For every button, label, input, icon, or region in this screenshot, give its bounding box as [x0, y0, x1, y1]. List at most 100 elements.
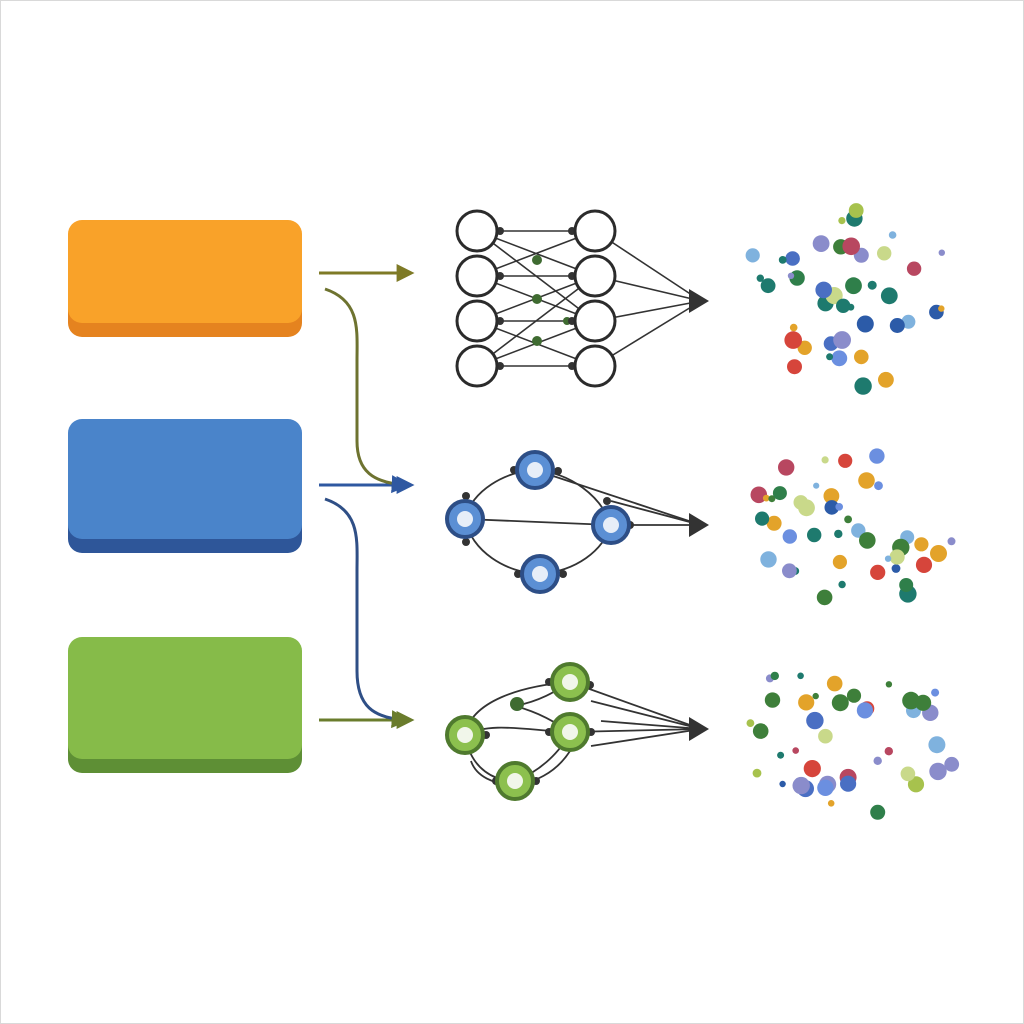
- output-dot: [746, 719, 755, 727]
- grid-node-l4: [455, 344, 499, 388]
- output-dot: [928, 736, 946, 754]
- output-dot: [846, 688, 862, 703]
- output-dot: [768, 495, 776, 503]
- output-dot: [782, 563, 797, 579]
- output-dot: [821, 456, 829, 464]
- output-dot: [878, 371, 894, 388]
- output-dot: [884, 747, 893, 756]
- output-dot: [777, 751, 785, 759]
- output-dot: [803, 760, 821, 778]
- output-dot: [787, 272, 795, 279]
- output-dot: [938, 249, 945, 256]
- input-block-orange: [68, 220, 302, 337]
- output-dot: [930, 545, 947, 562]
- arrow-curve-bottom: [324, 497, 410, 729]
- output-dot: [818, 728, 833, 744]
- output-dot: [856, 315, 874, 333]
- cluster-node-top: [550, 662, 590, 702]
- output-dot: [838, 453, 853, 468]
- output-dot: [870, 804, 886, 820]
- output-dot: [812, 692, 819, 700]
- cluster-graph-output-arrowhead: [689, 717, 709, 741]
- input-block-blue-face: [68, 419, 302, 539]
- output-dot: [858, 472, 875, 489]
- input-arrows: [319, 264, 415, 729]
- cluster-node-right: [550, 712, 590, 752]
- output-dot: [831, 350, 848, 367]
- output-dot: [826, 353, 834, 361]
- output-dot: [838, 580, 846, 589]
- input-block-blue: [68, 419, 302, 553]
- cluster-node-left: [445, 715, 485, 755]
- grid-node-r1: [573, 209, 617, 253]
- output-dot: [798, 694, 815, 711]
- output-dot: [833, 331, 851, 349]
- output-dot: [762, 494, 770, 502]
- arrow-curve-top: [324, 287, 410, 494]
- output-dot: [856, 702, 874, 719]
- output-dot: [817, 779, 834, 796]
- output-dot: [750, 486, 768, 504]
- output-dot: [772, 486, 787, 501]
- dense-grid-output-arrowhead: [689, 289, 709, 313]
- network-cluster-graph: [445, 662, 709, 801]
- cluster-graph-nodes: [445, 662, 590, 801]
- cluster-hub-dot: [510, 697, 524, 711]
- output-dot: [947, 537, 956, 546]
- output-dot: [824, 500, 840, 515]
- output-dot: [900, 766, 916, 782]
- output-dot: [888, 231, 897, 239]
- output-dot: [914, 537, 929, 552]
- output-dot: [870, 564, 886, 581]
- output-dot: [915, 556, 933, 574]
- output-dot: [787, 359, 802, 375]
- output-dot: [756, 274, 764, 282]
- output-dot: [752, 768, 762, 778]
- output-dot: [792, 747, 799, 754]
- output-dot: [938, 305, 945, 312]
- output-dot: [782, 529, 797, 544]
- grid-node-r2: [573, 254, 617, 298]
- output-dot: [845, 277, 862, 295]
- output-dot: [807, 527, 822, 543]
- network-ring-graph: [445, 450, 709, 594]
- output-dot: [770, 671, 779, 681]
- output-dot: [929, 762, 947, 781]
- ring-node-left: [445, 499, 485, 539]
- output-dot: [889, 549, 905, 565]
- output-cluster-top: [745, 203, 945, 395]
- output-dot: [931, 688, 940, 697]
- output-dot: [915, 694, 932, 711]
- cluster-node-bottom: [495, 761, 535, 801]
- output-dot: [885, 681, 893, 688]
- dense-grid-nodes: [455, 209, 617, 388]
- output-dot: [848, 203, 864, 218]
- output-dot: [784, 331, 802, 349]
- output-dot: [907, 776, 925, 793]
- output-dot: [798, 499, 815, 517]
- output-dot: [842, 237, 860, 256]
- output-dot: [812, 235, 830, 253]
- output-dot: [752, 723, 769, 739]
- output-dot: [760, 551, 777, 568]
- output-dot: [778, 256, 787, 264]
- output-dot: [797, 340, 812, 355]
- grid-node-r4: [573, 344, 617, 388]
- output-dot: [901, 314, 916, 329]
- output-dot: [867, 280, 877, 290]
- output-dot: [840, 775, 857, 792]
- output-dot: [789, 323, 798, 332]
- grid-node-l2: [455, 254, 499, 298]
- output-dot: [792, 776, 810, 795]
- output-dot: [815, 281, 832, 299]
- output-dot: [827, 800, 835, 807]
- ring-node-top: [515, 450, 555, 490]
- output-dot: [755, 511, 770, 526]
- output-dot: [806, 711, 824, 730]
- output-dot: [844, 515, 852, 524]
- ring-graph-edges: [464, 469, 702, 575]
- output-dot: [813, 482, 820, 489]
- output-dot: [823, 488, 840, 504]
- output-dot: [834, 529, 843, 539]
